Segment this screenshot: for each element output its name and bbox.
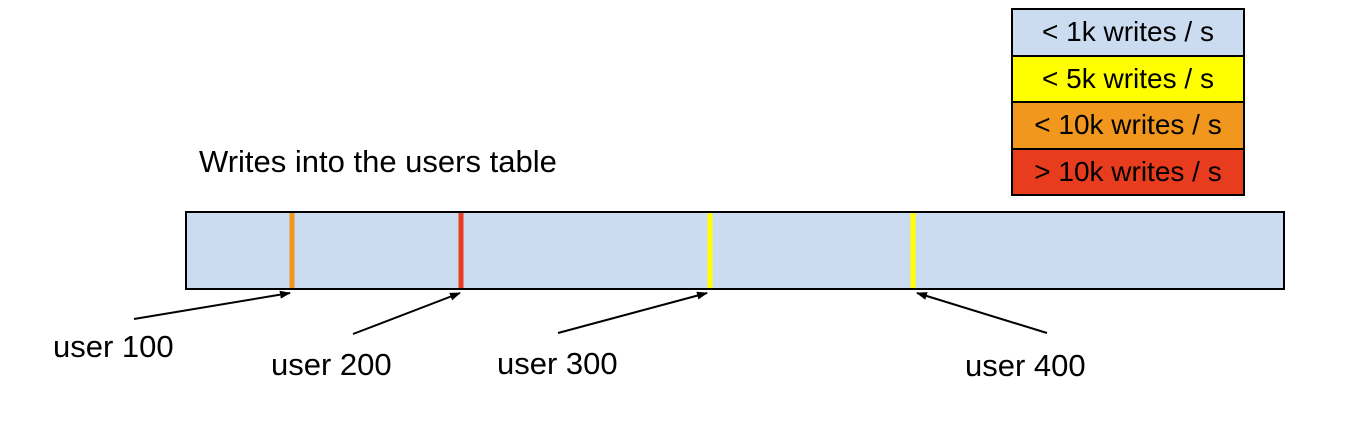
label-user-400: user 400 [965,348,1086,383]
arrow-user-100 [133,290,291,320]
write-hotspot-marker [910,213,916,288]
arrow-user-400 [916,292,1048,334]
write-hotspot-marker [707,213,713,288]
diagram-title: Writes into the users table [199,144,557,179]
arrow-user-200 [352,292,461,335]
label-user-100: user 100 [53,329,174,364]
label-user-300: user 300 [497,346,618,381]
legend-item: < 10k writes / s [1013,101,1243,148]
label-user-200: user 200 [271,347,392,382]
legend-item: < 5k writes / s [1013,54,1243,101]
legend-item: > 10k writes / s [1013,147,1243,194]
users-table-bar [185,211,1285,290]
legend-item: < 1k writes / s [1013,10,1243,55]
legend-item-label: > 10k writes / s [1034,155,1222,187]
write-hotspot-marker [458,213,464,288]
write-hotspot-marker [289,213,295,288]
arrow-user-300 [557,291,708,334]
legend-item-label: < 10k writes / s [1034,109,1222,141]
legend-item-label: < 5k writes / s [1042,62,1214,94]
legend-item-label: < 1k writes / s [1042,16,1214,48]
legend: < 1k writes / s < 5k writes / s < 10k writ… [1011,8,1245,196]
